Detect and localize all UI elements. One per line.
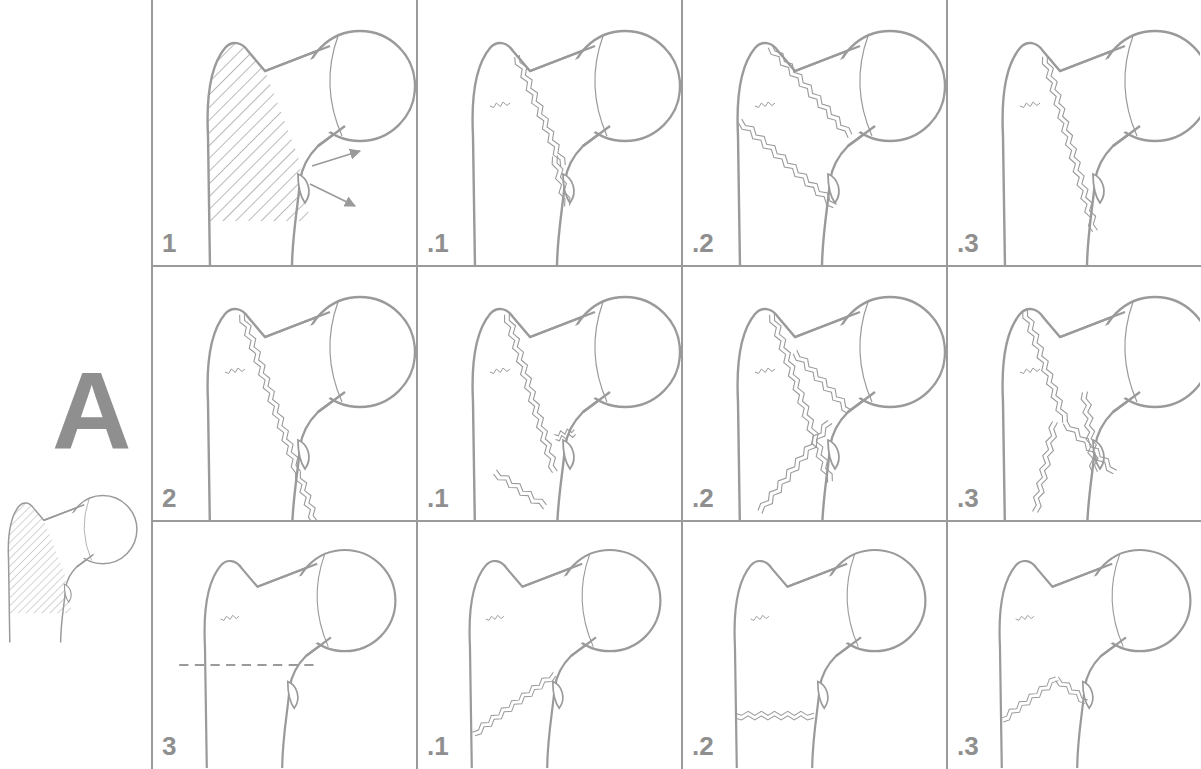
subgroup-number: .3	[957, 733, 979, 759]
femur-drawing	[208, 297, 415, 520]
subgroup-number: .2	[692, 485, 714, 511]
subgroup-number: .3	[957, 230, 979, 256]
subgroup-number: 3	[162, 733, 176, 759]
subgroup-number: .2	[692, 230, 714, 256]
femur-drawing	[1000, 550, 1191, 768]
femur-drawing	[735, 550, 926, 768]
subgroup-number: .1	[427, 733, 449, 759]
subgroup-number: .1	[427, 230, 449, 256]
reference-femur	[8, 496, 137, 643]
femur-drawing	[1003, 297, 1200, 520]
femur-drawing	[738, 31, 945, 265]
group-letter: A	[52, 355, 131, 465]
femur-drawing	[473, 31, 680, 265]
femur-drawing	[473, 297, 680, 520]
subgroup-number: .2	[692, 733, 714, 759]
femur-drawing	[738, 297, 945, 520]
femur-drawing	[1003, 31, 1200, 265]
femur-drawing	[208, 31, 415, 265]
subgroup-number: 2	[162, 485, 176, 511]
femur-drawing	[179, 550, 395, 768]
subgroup-number: 1	[162, 230, 176, 256]
subgroup-number: .3	[957, 485, 979, 511]
femur-drawing	[470, 550, 661, 768]
subgroup-number: .1	[427, 485, 449, 511]
grid-lines	[152, 0, 1201, 769]
